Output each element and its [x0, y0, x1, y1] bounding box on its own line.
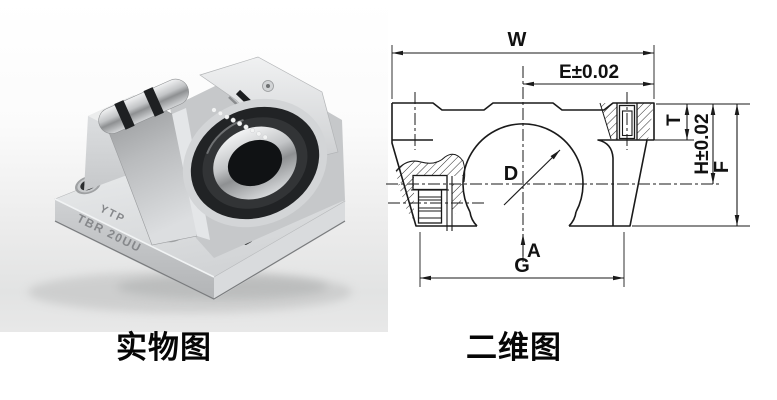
dim-label-t: T — [664, 114, 685, 126]
shaft-collars — [98, 78, 189, 134]
dim-label-a: A — [527, 241, 541, 262]
centerlines — [386, 66, 722, 262]
ball-bearings — [211, 107, 268, 140]
dim-d-arrow — [503, 149, 561, 206]
caption-photo: 实物图 — [116, 330, 212, 365]
product-photo-panel: YTP TBR 20UU — [0, 0, 388, 332]
product-shadow — [28, 271, 352, 313]
dim-label-e: E±0.02 — [559, 62, 619, 83]
dim-label-h: H±0.02 — [692, 113, 713, 174]
grease-pin — [262, 80, 274, 92]
dim-label-g: G — [514, 255, 530, 277]
technical-drawing-panel: W E±0.02 T H±0.02 F D A G — [380, 0, 777, 322]
technical-drawing: W E±0.02 T H±0.02 F D A G — [386, 29, 750, 287]
dimension-lines — [392, 50, 740, 281]
product-photo: YTP TBR 20UU — [0, 0, 388, 332]
caption-drawing: 二维图 — [466, 330, 562, 365]
broken-out-section-left — [395, 153, 466, 231]
dim-label-f: F — [711, 161, 733, 173]
dim-label-w: W — [508, 29, 527, 51]
dim-label-d: D — [504, 163, 518, 185]
bearing-rings — [182, 98, 328, 228]
